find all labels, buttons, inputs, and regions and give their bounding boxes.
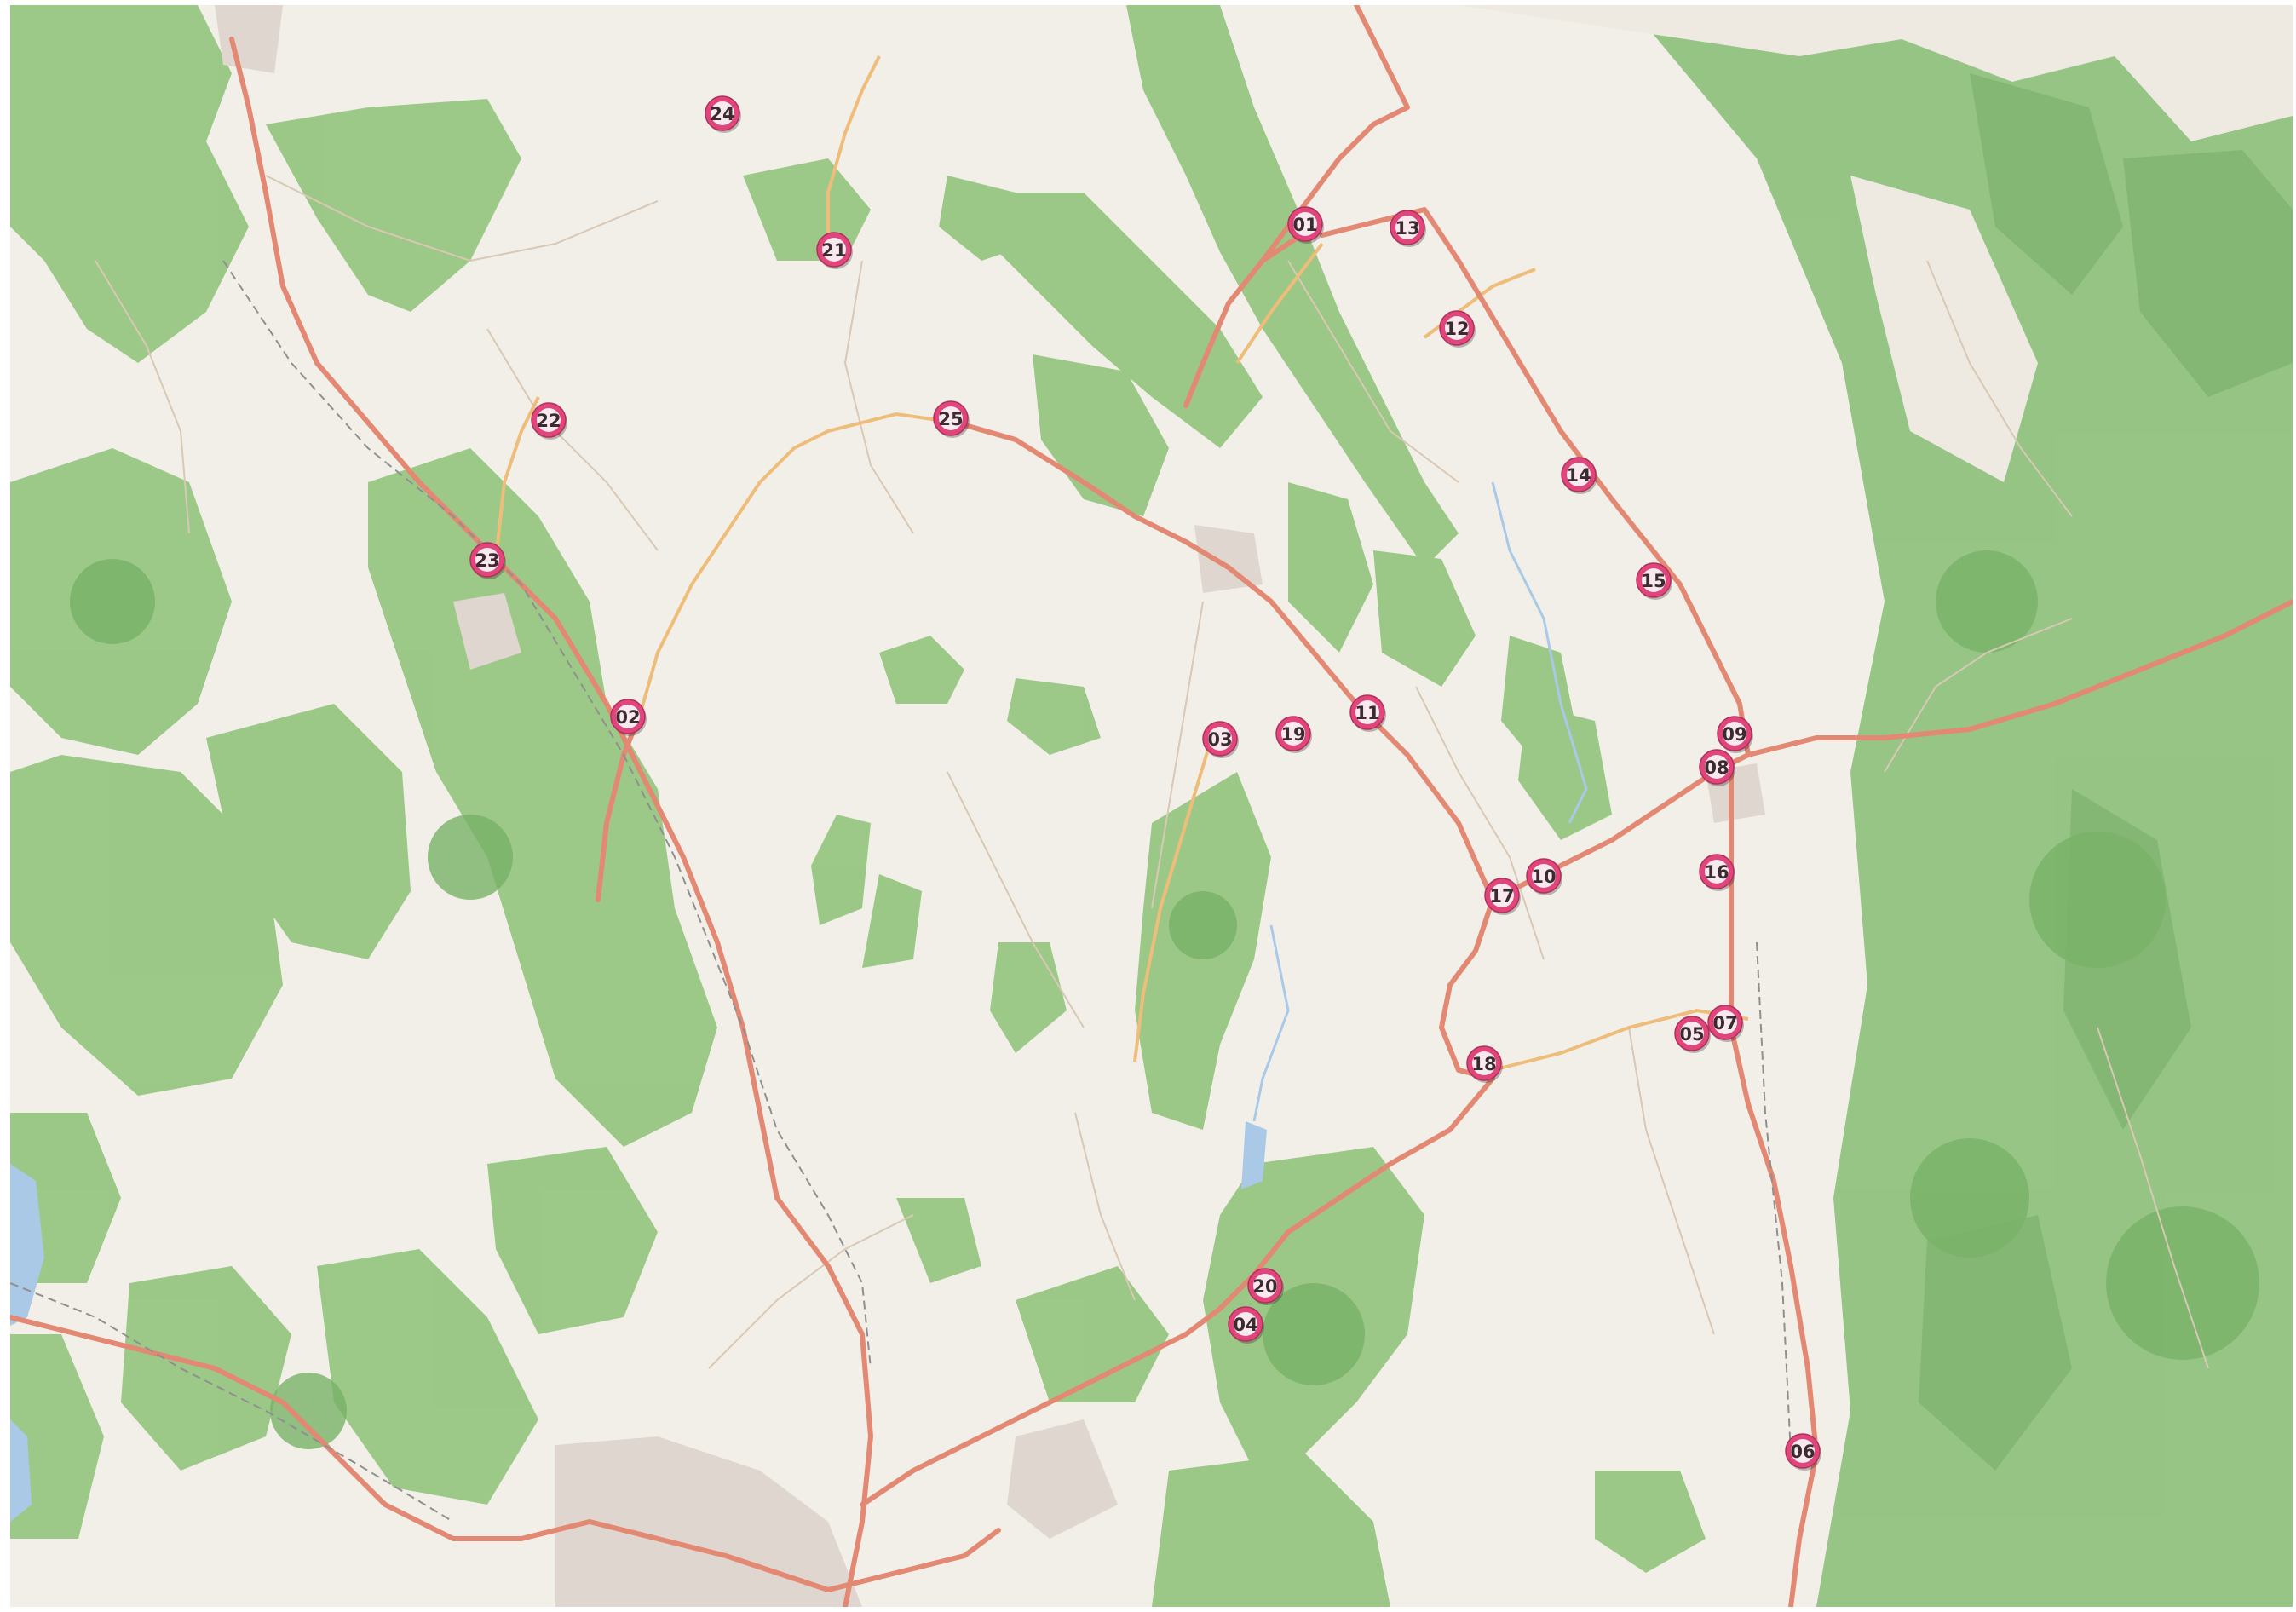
- marker-center: [711, 101, 734, 125]
- marker-label: 13: [1395, 218, 1419, 239]
- map-marker-05[interactable]: 05: [1674, 1016, 1711, 1053]
- marker-center: [1705, 755, 1729, 779]
- marker-center: [1445, 316, 1469, 340]
- map-marker-01[interactable]: 01: [1287, 206, 1324, 244]
- marker-center: [1567, 463, 1591, 486]
- marker-label: 19: [1280, 724, 1305, 745]
- map-canvas[interactable]: 01 02 03 04 05 06 07 08 09 10 11 12 13 14 15 16 17 18 19 20…: [10, 5, 2293, 1607]
- marker-label: 15: [1641, 571, 1666, 591]
- marker-label: 01: [1292, 215, 1317, 235]
- marker-label: 02: [615, 707, 640, 728]
- marker-label: 05: [1679, 1024, 1704, 1045]
- urban-areas: [215, 5, 1765, 1607]
- marker-label: 09: [1722, 724, 1746, 745]
- marker-center: [1472, 1051, 1496, 1075]
- marker-label: 07: [1712, 1013, 1737, 1033]
- map-marker-15[interactable]: 15: [1636, 562, 1672, 600]
- marker-center: [1234, 1312, 1257, 1336]
- map-marker-21[interactable]: 21: [816, 232, 853, 269]
- marker-center: [1713, 1010, 1737, 1034]
- marker-center: [475, 548, 499, 572]
- marker-label: 04: [1233, 1315, 1257, 1335]
- marker-center: [1642, 568, 1666, 592]
- map-marker-14[interactable]: 14: [1561, 457, 1597, 494]
- map-marker-11[interactable]: 11: [1349, 694, 1386, 732]
- map-marker-03[interactable]: 03: [1202, 721, 1239, 758]
- marker-label: 24: [710, 104, 734, 124]
- map-frame[interactable]: 01 02 03 04 05 06 07 08 09 10 11 12 13 14 15 16 17 18 19 20…: [10, 5, 2293, 1607]
- marker-center: [1490, 884, 1514, 907]
- marker-center: [1355, 700, 1379, 724]
- map-marker-22[interactable]: 22: [531, 402, 567, 440]
- marker-label: 03: [1207, 729, 1232, 750]
- major-roads: [10, 5, 2293, 1607]
- marker-label: 11: [1355, 703, 1379, 723]
- minor-roads: [95, 175, 2209, 1369]
- map-markers[interactable]: 01 02 03 04 05 06 07 08 09 10 11 12 13 14 15 16 17 18 19 20…: [469, 95, 1821, 1471]
- map-marker-12[interactable]: 12: [1439, 310, 1476, 348]
- marker-center: [1293, 212, 1317, 236]
- marker-center: [616, 705, 640, 728]
- map-marker-18[interactable]: 18: [1466, 1045, 1503, 1083]
- map-marker-24[interactable]: 24: [705, 95, 741, 133]
- marker-center: [1208, 727, 1232, 751]
- map-marker-02[interactable]: 02: [610, 699, 647, 736]
- marker-center: [1395, 216, 1419, 239]
- marker-label: 17: [1489, 886, 1514, 907]
- marker-center: [1791, 1439, 1815, 1463]
- marker-center: [1532, 864, 1556, 888]
- rivers: [1252, 481, 1588, 1122]
- marker-label: 25: [938, 409, 963, 429]
- map-marker-17[interactable]: 17: [1484, 878, 1521, 915]
- marker-center: [1705, 860, 1729, 884]
- map-marker-23[interactable]: 23: [469, 542, 506, 579]
- water-bodies: [10, 1121, 1267, 1522]
- map-marker-13[interactable]: 13: [1390, 210, 1426, 247]
- marker-label: 20: [1252, 1276, 1277, 1297]
- marker-label: 10: [1531, 866, 1556, 887]
- map-marker-07[interactable]: 07: [1707, 1005, 1744, 1042]
- marker-label: 16: [1704, 862, 1729, 883]
- map-marker-25[interactable]: 25: [933, 400, 970, 438]
- marker-center: [1281, 722, 1305, 746]
- railways: [10, 260, 1792, 1523]
- map-marker-04[interactable]: 04: [1228, 1306, 1264, 1344]
- forest-shading: [70, 550, 2259, 1449]
- map-marker-16[interactable]: 16: [1699, 854, 1735, 891]
- marker-center: [537, 408, 561, 432]
- marker-label: 21: [821, 240, 846, 261]
- map-marker-10[interactable]: 10: [1526, 858, 1562, 895]
- map-marker-08[interactable]: 08: [1699, 749, 1735, 786]
- marker-label: 22: [536, 411, 561, 431]
- marker-label: 14: [1566, 465, 1591, 486]
- marker-center: [939, 406, 963, 430]
- marker-label: 08: [1704, 757, 1729, 778]
- marker-center: [1680, 1022, 1704, 1045]
- marker-label: 12: [1444, 319, 1469, 339]
- map-marker-20[interactable]: 20: [1247, 1268, 1284, 1305]
- marker-center: [1253, 1274, 1277, 1298]
- marker-label: 23: [475, 550, 499, 571]
- marker-label: 06: [1790, 1442, 1815, 1462]
- map-marker-19[interactable]: 19: [1275, 716, 1312, 753]
- map-marker-09[interactable]: 09: [1717, 716, 1753, 753]
- map-marker-06[interactable]: 06: [1785, 1433, 1821, 1471]
- marker-label: 18: [1471, 1054, 1496, 1074]
- marker-center: [822, 238, 846, 262]
- marker-center: [1723, 722, 1746, 746]
